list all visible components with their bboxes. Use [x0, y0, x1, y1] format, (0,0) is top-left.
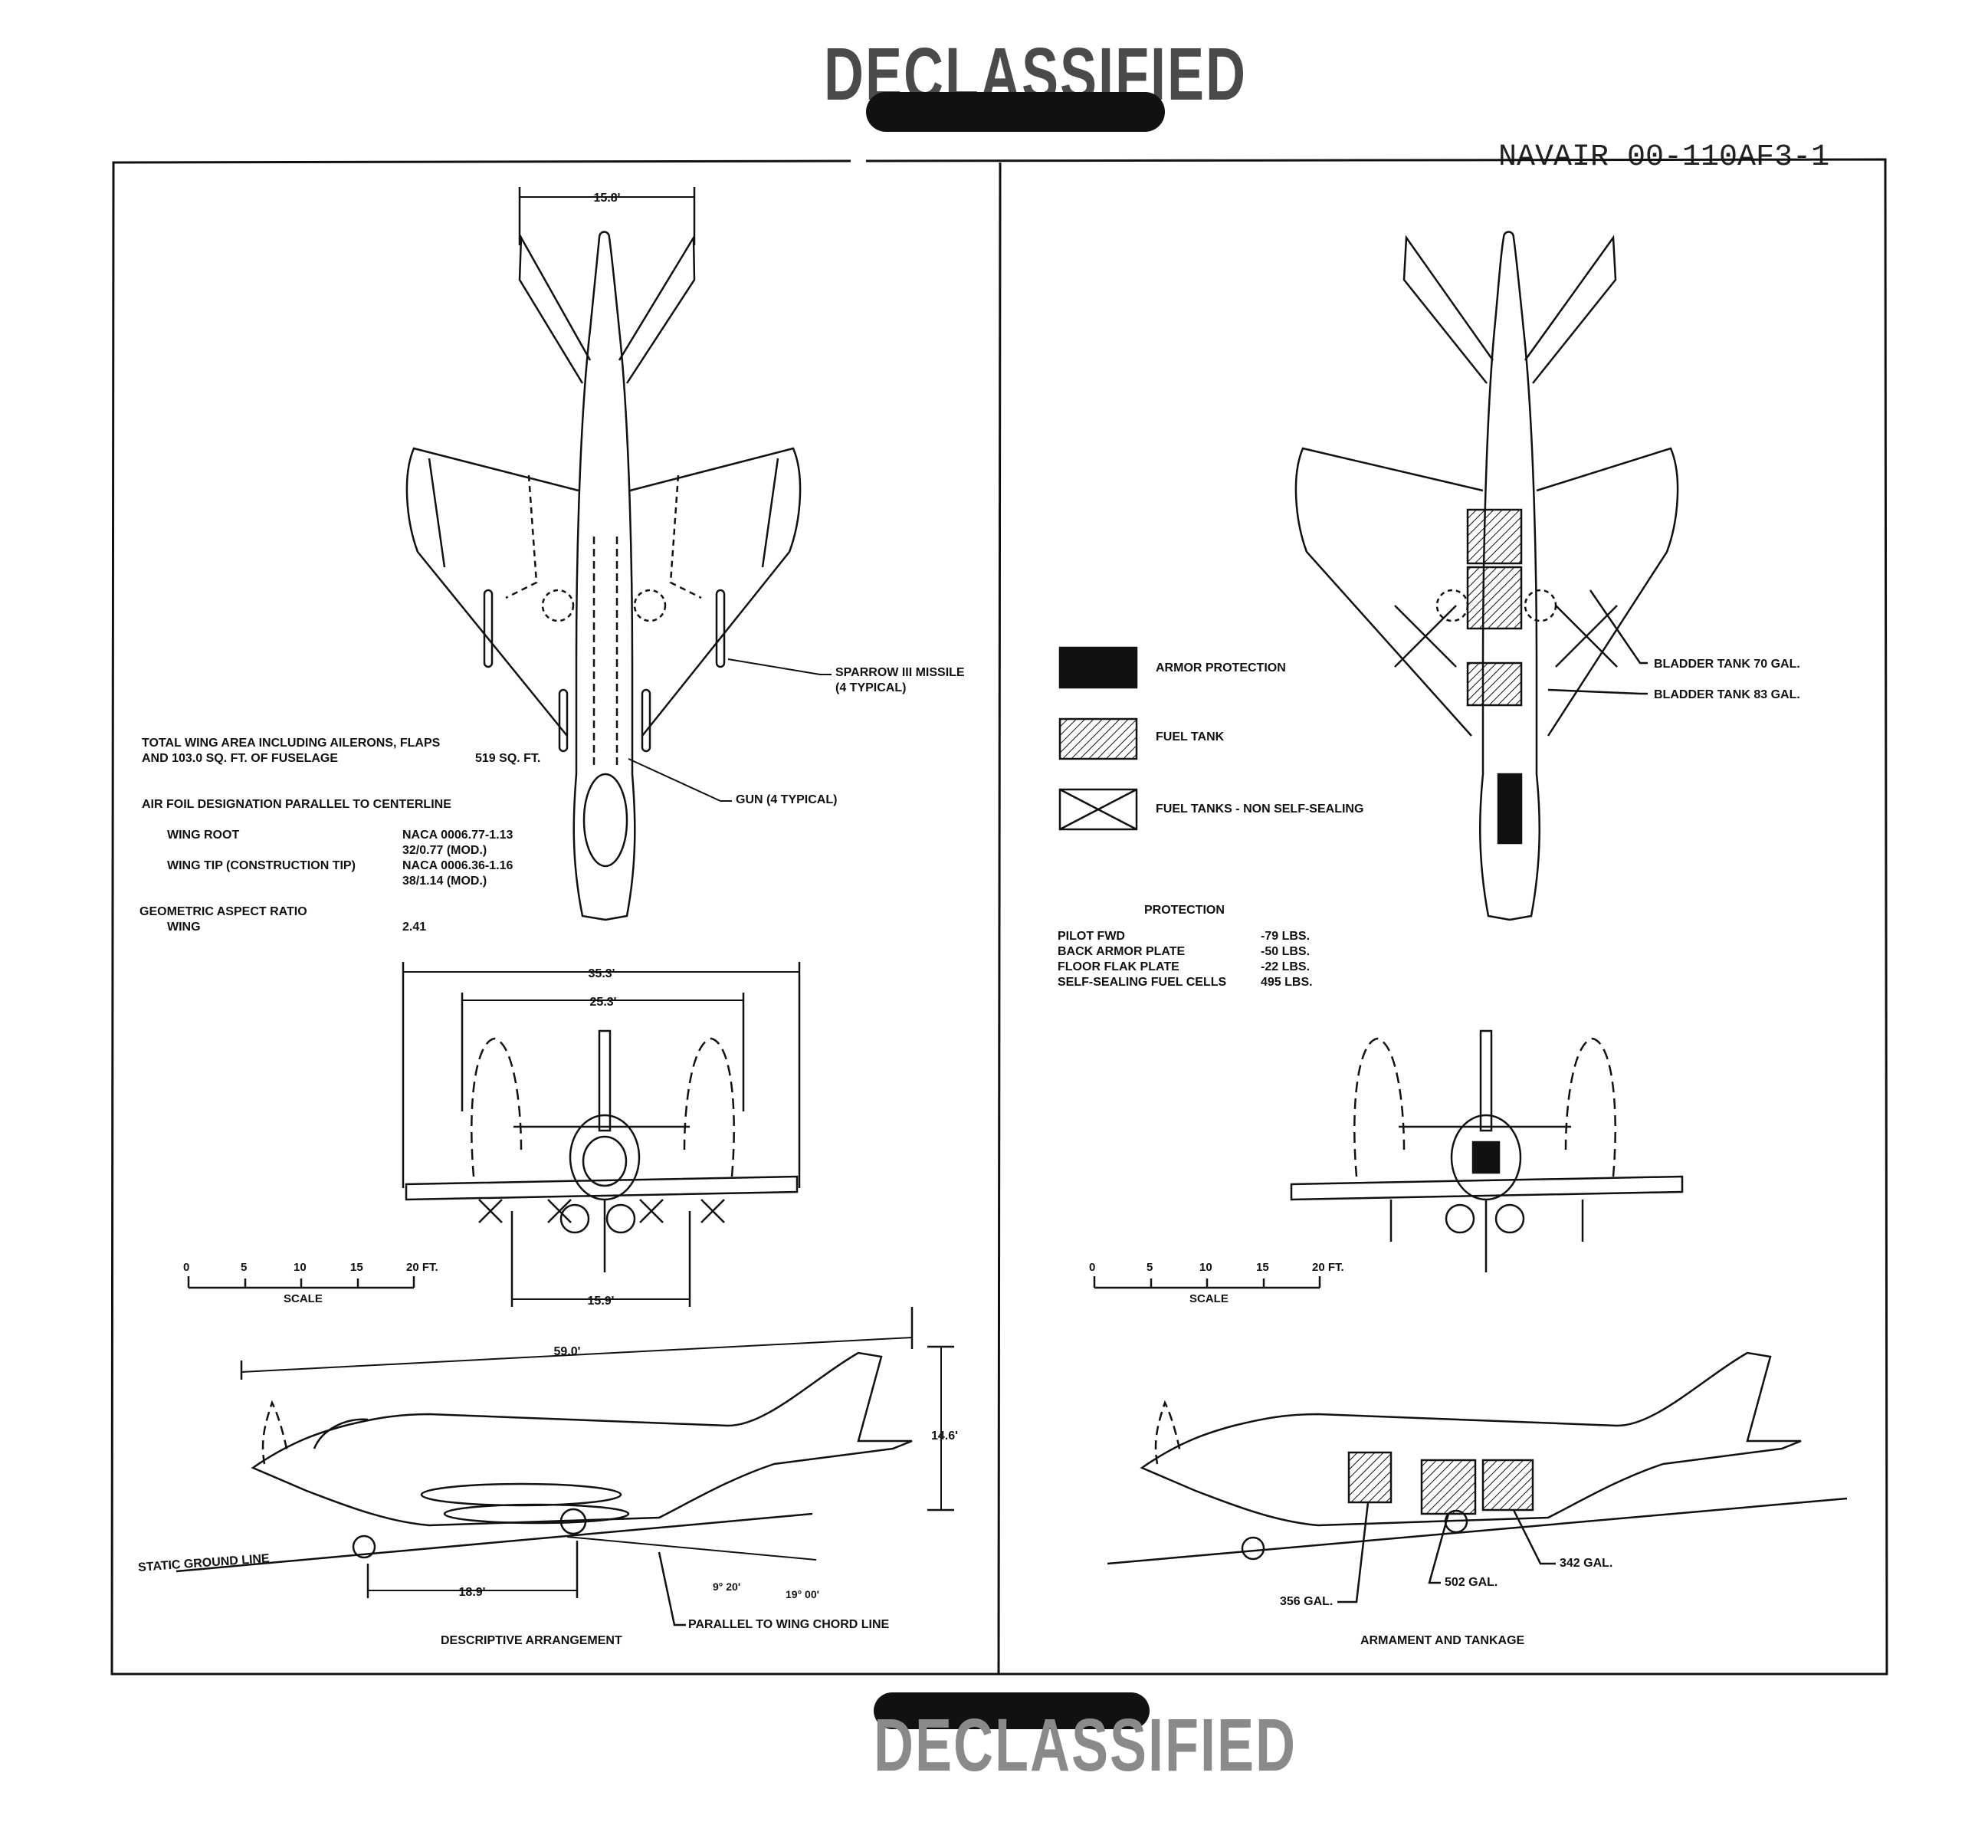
dim-length: 59.0': [554, 1345, 581, 1358]
caption-armament-and-tankage: ARMAMENT AND TANKAGE: [1360, 1634, 1525, 1647]
angle-one: 9° 20': [713, 1580, 740, 1593]
protection-row-value: 495 LBS.: [1261, 976, 1313, 989]
redaction-bar-top: [866, 92, 1165, 132]
callout-sparrow-sub: (4 TYPICAL): [835, 681, 907, 694]
callout-parallel-wing-chord: PARALLEL TO WING CHORD LINE: [688, 1618, 890, 1631]
spec-aspect-title: GEOMETRIC ASPECT RATIO: [139, 905, 307, 918]
spec-aspect-label: WING: [167, 921, 201, 934]
right-scale-tick-0: 0: [1089, 1261, 1096, 1274]
spec-wing-root-value1: NACA 0006.77-1.13: [402, 829, 513, 842]
right-scale-tick-15: 15: [1256, 1261, 1269, 1274]
protection-row-label: FLOOR FLAK PLATE: [1058, 960, 1179, 973]
left-scale-bar: [187, 1276, 415, 1289]
protection-row-value: -50 LBS.: [1261, 945, 1311, 958]
angle-two: 19° 00': [786, 1588, 819, 1600]
spec-wing-tip-value1: NACA 0006.36-1.16: [402, 859, 513, 872]
callout-sparrow: SPARROW III MISSILE: [835, 666, 965, 679]
protection-row-value: -79 LBS.: [1261, 930, 1311, 943]
left-side-view: [176, 1307, 954, 1626]
legend-non-self-sealing-label: FUEL TANKS - NON SELF-SEALING: [1156, 803, 1364, 816]
page-frame: [110, 158, 1888, 1676]
spec-airfoil-title: AIR FOIL DESIGNATION PARALLEL TO CENTERL…: [142, 798, 451, 811]
declassified-stamp-bottom: DECLASSIFIED: [874, 1704, 1297, 1787]
dim-tread: 15.9': [588, 1295, 615, 1308]
left-callout-leaders: [628, 658, 832, 802]
redaction-bar-bottom: [874, 1692, 1150, 1729]
right-front-view: [1290, 1029, 1684, 1272]
callout-bladder-70: BLADDER TANK 70 GAL.: [1654, 658, 1800, 671]
left-front-view: [402, 962, 801, 1307]
right-scale-tick-5: 5: [1147, 1261, 1153, 1274]
protection-row-label: SELF-SEALING FUEL CELLS: [1058, 976, 1227, 989]
protection-row-label: PILOT FWD: [1058, 930, 1125, 943]
legend-fuel-tank-label: FUEL TANK: [1156, 730, 1225, 743]
legend-fuel-tank-swatch: [1058, 717, 1138, 760]
spec-wing-root-value2: 32/0.77 (MOD.): [402, 844, 487, 857]
publication-number: NAVAIR 00-110AF3-1: [1498, 140, 1830, 175]
left-top-view: [405, 187, 802, 921]
dim-height: 14.6': [931, 1429, 958, 1443]
right-top-view: [1294, 231, 1679, 921]
spec-wing-area-line1: TOTAL WING AREA INCLUDING AILERONS, FLAP…: [142, 737, 441, 750]
spec-wing-area-line2: AND 103.0 SQ. FT. OF FUSELAGE: [142, 752, 339, 765]
legend-armor-label: ARMOR PROTECTION: [1156, 661, 1286, 675]
left-scale-tick-0: 0: [183, 1261, 190, 1274]
protection-row-value: -22 LBS.: [1261, 960, 1311, 973]
right-scale-bar: [1093, 1276, 1321, 1289]
dim-tail-span: 15.8': [594, 192, 621, 205]
right-scale-tick-10: 10: [1199, 1261, 1212, 1274]
right-side-view: [1107, 1351, 1848, 1603]
left-scale-label: SCALE: [284, 1292, 323, 1305]
protection-title: PROTECTION: [1144, 904, 1225, 917]
caption-descriptive-arrangement: DESCRIPTIVE ARRANGEMENT: [441, 1634, 622, 1647]
legend-armor-swatch: [1058, 646, 1138, 689]
dim-folded-span: 25.3': [590, 996, 617, 1009]
left-scale-tick-10: 10: [294, 1261, 307, 1274]
legend-swatches: [1058, 646, 1138, 831]
dim-wheelbase: 18.9': [459, 1586, 486, 1599]
left-scale-tick-15: 15: [350, 1261, 363, 1274]
callout-bladder-83: BLADDER TANK 83 GAL.: [1654, 688, 1800, 701]
spec-wing-area-value: 519 SQ. FT.: [475, 752, 541, 765]
left-scale-tick-20: 20 FT.: [406, 1261, 438, 1274]
right-scale-label: SCALE: [1189, 1292, 1229, 1305]
spec-wing-tip-label: WING TIP (CONSTRUCTION TIP): [167, 859, 356, 872]
callout-tank-342: 342 GAL.: [1560, 1557, 1613, 1570]
spec-aspect-value: 2.41: [402, 921, 427, 934]
spec-wing-tip-value2: 38/1.14 (MOD.): [402, 875, 487, 888]
right-scale-tick-20: 20 FT.: [1312, 1261, 1344, 1274]
left-scale-tick-5: 5: [241, 1261, 248, 1274]
legend-non-self-sealing-swatch: [1058, 788, 1138, 831]
dim-wing-span: 35.3': [589, 967, 615, 980]
callout-tank-356: 356 GAL.: [1280, 1595, 1334, 1608]
protection-row-label: BACK ARMOR PLATE: [1058, 945, 1186, 958]
callout-tank-502: 502 GAL.: [1445, 1576, 1498, 1589]
spec-wing-root-label: WING ROOT: [167, 829, 240, 842]
callout-gun: GUN (4 TYPICAL): [736, 793, 838, 806]
dimension-labels: 15.8' 35.3' 25.3' 15.9' 59.0' 14.6' 18.9…: [459, 192, 958, 1600]
